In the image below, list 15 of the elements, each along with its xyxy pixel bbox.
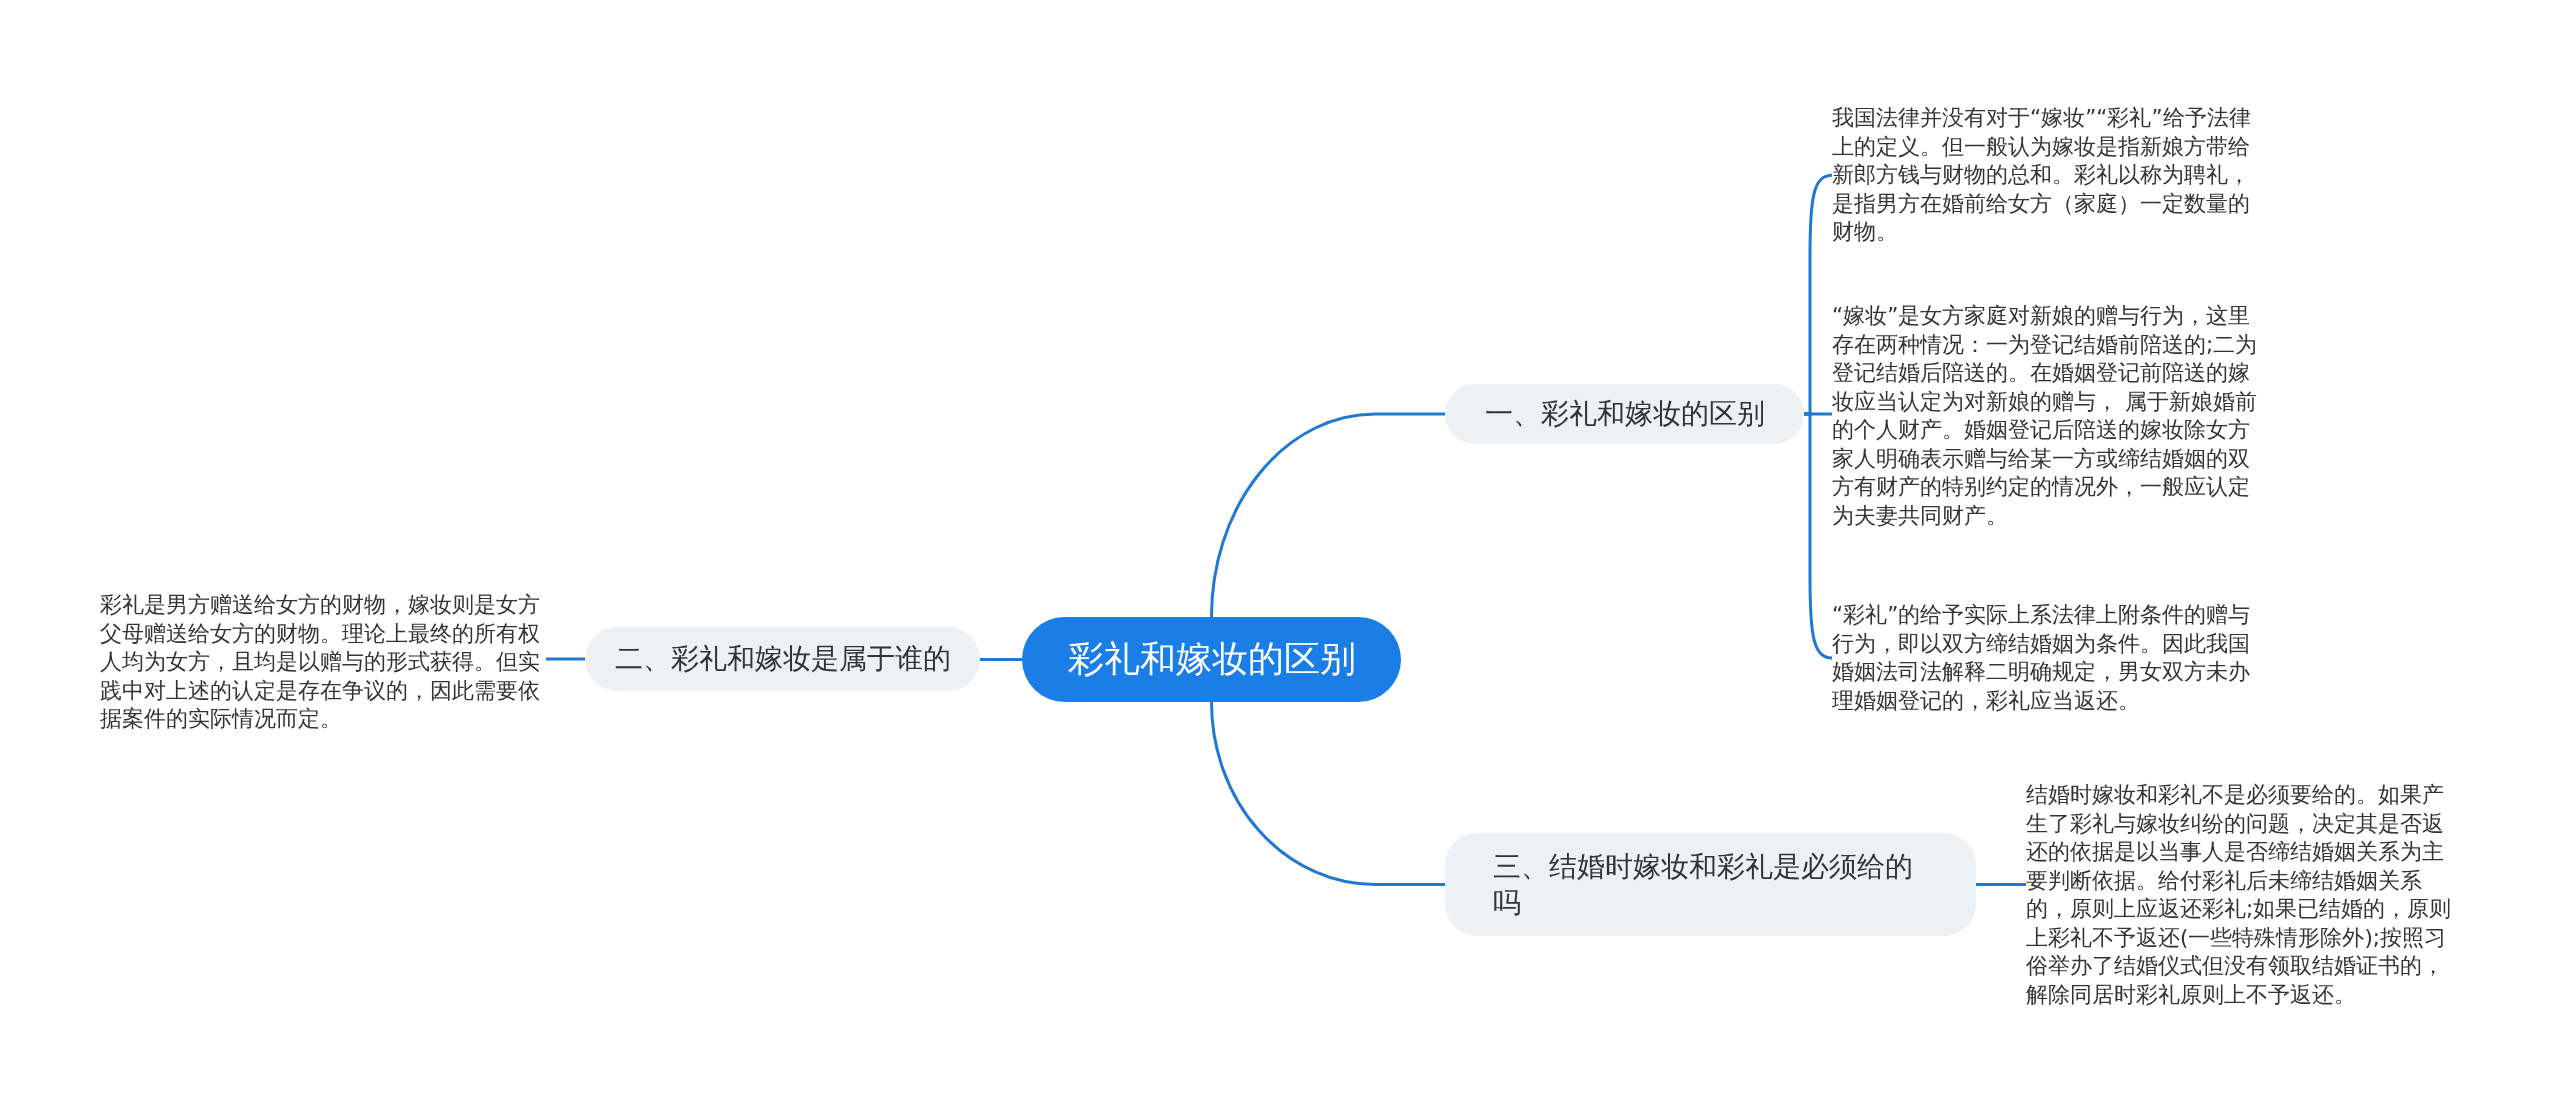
- note-text: 我国法律并没有对于“嫁妆”“彩礼”给予法律上的定义。但一般认为嫁妆是指新娘方带给新郎方钱与财物的总和。彩礼以称为聘礼，是指男方在婚前给女方（家庭）一定数量的财物。: [1832, 104, 2268, 247]
- connector-line: [1804, 412, 1833, 660]
- central-topic: 彩礼和嫁妆的区别: [1022, 617, 1401, 702]
- note-text: 彩礼是男方赠送给女方的财物，嫁妆则是女方父母赠送给女方的财物。理论上最终的所有权人均为女方，且均是以赠与的形式获得。但实践中对上述的认定是存在争议的，因此需要依据案件的实际情况而定。: [100, 591, 546, 734]
- note-text: “嫁妆”是女方家庭对新娘的赠与行为，这里存在两种情况：一为登记结婚前陪送的;二为登记结婚后陪送的。在婚姻登记前陪送的嫁妆应当认定为对新娘的赠与， 属于新娘婚前的个人财产。婚姻登记后陪送的嫁妆除女方家人明确表示赠与给某一方或缔结婚姻的双方有财产的特别约定的情况外，一般应认定为夫妻共同财产。: [1832, 302, 2268, 530]
- connector-line: [980, 658, 1022, 661]
- branch-topic: 二、彩礼和嫁妆是属于谁的: [585, 627, 980, 691]
- connector-line: [1976, 883, 2026, 886]
- connector-line: [546, 657, 585, 661]
- connector-line: [1210, 412, 1445, 618]
- branch-topic: 三、结婚时嫁妆和彩礼是必须给的吗: [1445, 833, 1976, 936]
- branch-topic: 一、彩礼和嫁妆的区别: [1445, 384, 1804, 444]
- note-text: 结婚时嫁妆和彩礼不是必须要给的。如果产生了彩礼与嫁妆纠纷的问题，决定其是否返还的依据是以当事人是否缔结婚姻关系为主要判断依据。给付彩礼后未缔结婚姻关系的，原则上应返还彩礼;如果已结婚的，原则上彩礼不予返还(一些特殊情形除外);按照习俗举办了结婚仪式但没有领取结婚证书的，解除同居时彩礼原则上不予返还。: [2026, 781, 2462, 1009]
- connector-line: [1210, 701, 1445, 886]
- note-text: “彩礼”的给予实际上系法律上附条件的赠与行为，即以双方缔结婚姻为条件。因此我国婚姻法司法解释二明确规定，男女双方未办理婚姻登记的，彩礼应当返还。: [1832, 601, 2268, 715]
